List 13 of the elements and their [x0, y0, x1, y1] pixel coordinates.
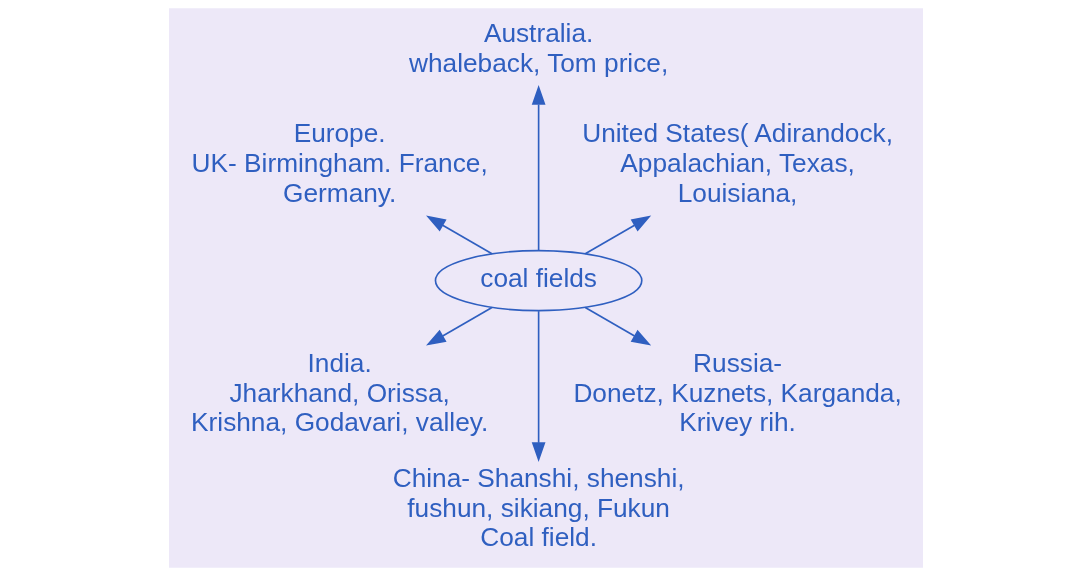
arrow: [426, 215, 493, 255]
node-text: Russia- Donetz, Kuznets, Karganda, Krivey rih.: [573, 348, 902, 438]
arrow: [584, 306, 652, 346]
node-text: United States( Adirandock, Appalachian, Texas, Louisiana,: [582, 118, 893, 208]
node-text: Australia. whaleback, Tom price,: [409, 18, 669, 78]
arrow: [531, 85, 546, 251]
arrow: [531, 310, 546, 462]
node-text: India. Jharkhand, Orissa, Krishna, Godavari, valley.: [191, 348, 489, 438]
node-text: China- Shanshi, shenshi, fushun, sikiang, Fukun Coal field.: [392, 463, 685, 553]
node-text: Europe. UK- Birmingham. France, Germany.: [191, 118, 488, 208]
arrow: [584, 215, 652, 255]
arrow: [426, 306, 493, 346]
node-ellipse: coal fields: [434, 249, 643, 312]
